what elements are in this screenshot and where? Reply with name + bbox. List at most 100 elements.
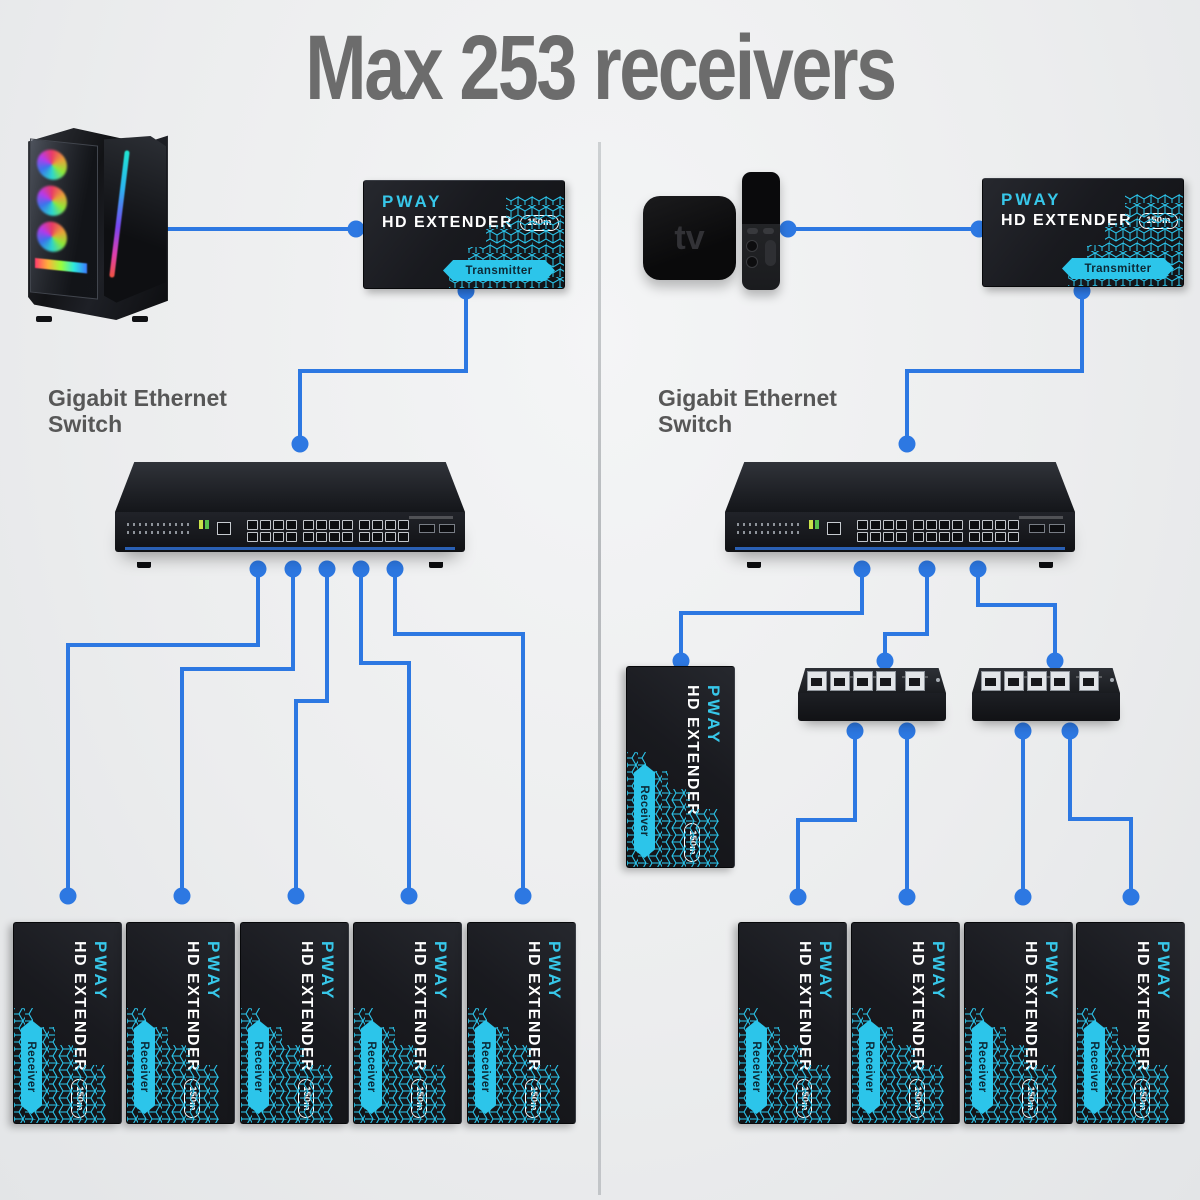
rj45-port — [342, 520, 353, 530]
brand-logo: PWAY — [431, 941, 450, 1002]
remote-play-button — [746, 256, 758, 268]
product-name: HD EXTENDER — [71, 941, 88, 1073]
distance-badge: 150m — [1139, 213, 1178, 229]
page-title: Max 253 receivers — [305, 17, 897, 119]
rj45-port — [883, 532, 894, 542]
rj45-port — [883, 520, 894, 530]
switch-foot — [429, 562, 443, 568]
rj45-ports — [981, 671, 1099, 691]
power-led — [936, 678, 940, 682]
remote-mic-button — [746, 240, 758, 252]
rj45-port — [303, 532, 314, 542]
rj45-port — [870, 532, 881, 542]
rj45-port-groups — [857, 520, 1019, 542]
product-name: HD EXTENDER — [1022, 941, 1039, 1073]
rj45-port — [247, 532, 258, 542]
led-row — [737, 523, 799, 526]
connection-dot — [1014, 722, 1032, 740]
product-name: HD EXTENDER — [684, 685, 701, 817]
brand-logo: PWAY — [1001, 190, 1062, 209]
rj45-port — [876, 671, 896, 691]
rj45-port-group — [247, 520, 297, 542]
rj45-port — [316, 532, 327, 542]
model-print — [1019, 516, 1063, 519]
rj45-port — [982, 520, 993, 530]
rj45-port — [982, 532, 993, 542]
cable — [393, 569, 525, 896]
rj45-port — [1008, 520, 1019, 530]
rj45-port — [939, 532, 950, 542]
connection-dot — [386, 560, 404, 578]
gigabit-switch-right — [725, 462, 1075, 568]
remote-tv-button — [763, 228, 774, 234]
rj45-port — [952, 532, 963, 542]
pc-front-panel — [104, 136, 166, 303]
cable — [905, 291, 1084, 444]
rj45-port — [398, 520, 409, 530]
connection-dot — [672, 652, 690, 670]
rj45-port — [905, 671, 925, 691]
led-row — [127, 531, 189, 534]
receiver-ribbon: Receiver — [475, 1020, 496, 1114]
connection-dot — [1046, 652, 1064, 670]
sfp-ports — [419, 524, 455, 533]
rj45-port — [385, 520, 396, 530]
rj45-port — [247, 520, 258, 530]
rj45-port — [939, 520, 950, 530]
rj45-port — [329, 532, 340, 542]
hd-extender-receiver: PWAY HD EXTENDER 150m Receiver — [626, 666, 735, 868]
distance-badge: 150m — [184, 1079, 200, 1118]
model-print — [409, 516, 453, 519]
led-row — [737, 531, 799, 534]
sfp-ports — [1029, 524, 1065, 533]
apple-tv-box: tv — [643, 196, 736, 280]
cable — [976, 569, 1057, 661]
rj45-port-group — [359, 520, 409, 542]
rj45-port — [857, 520, 868, 530]
hd-extender-transmitter-left: PWAY HD EXTENDER 150m Transmitter — [363, 180, 565, 289]
rj45-port — [853, 671, 873, 691]
connection-dot — [1014, 888, 1032, 906]
transmitter-ribbon: Transmitter — [443, 260, 555, 281]
brand-logo: PWAY — [545, 941, 564, 1002]
rj45-port — [316, 520, 327, 530]
receiver-ribbon: Receiver — [634, 764, 655, 858]
accent-strip — [735, 547, 1065, 550]
connection-dot — [249, 560, 267, 578]
distance-badge: 150m — [1134, 1079, 1150, 1118]
cable — [180, 569, 295, 896]
siri-remote — [742, 172, 780, 290]
rj45-port — [1008, 532, 1019, 542]
console-port — [827, 522, 841, 535]
connection-dot — [898, 888, 916, 906]
brand-logo: PWAY — [929, 941, 948, 1002]
switch-foot — [1039, 562, 1053, 568]
cable — [359, 569, 411, 896]
mini-switch-1 — [798, 668, 946, 723]
mini-switch-front — [798, 693, 946, 721]
connection-dot — [352, 560, 370, 578]
rgb-fan-icon — [37, 220, 67, 254]
connection-dot — [876, 652, 894, 670]
pc-glass-panel — [30, 138, 98, 300]
rj45-port — [342, 532, 353, 542]
pc-foot — [132, 316, 148, 322]
rj45-port — [359, 520, 370, 530]
rj45-port — [398, 532, 409, 542]
rj45-port — [303, 520, 314, 530]
rj45-port — [273, 532, 284, 542]
right-switch-label: Gigabit Ethernet Switch — [658, 385, 837, 437]
section-divider — [598, 142, 601, 1195]
power-led — [199, 520, 203, 529]
gigabit-switch-left — [115, 462, 465, 568]
brand-logo: PWAY — [318, 941, 337, 1002]
accent-strip — [125, 547, 455, 550]
product-name: HD EXTENDER — [525, 941, 542, 1073]
rj45-port — [995, 520, 1006, 530]
